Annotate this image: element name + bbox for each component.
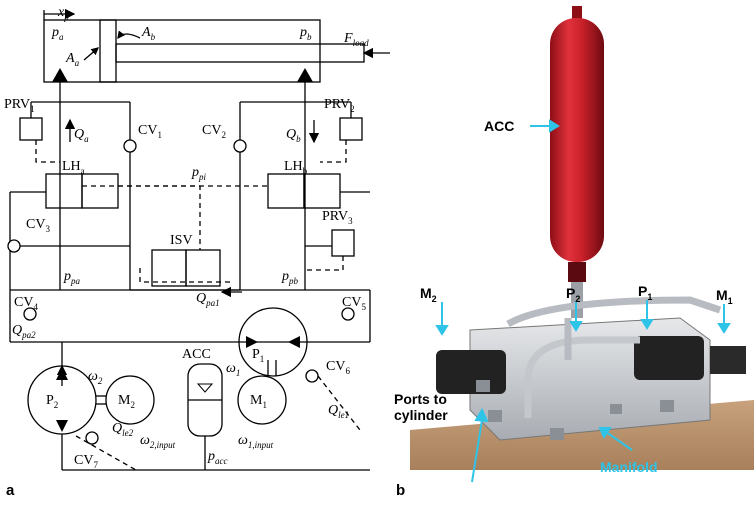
accumulator-photo xyxy=(572,6,582,20)
test-rig-photo: ACC M2 P2 P1 M1 Ports to cylinder Manifo… xyxy=(394,6,754,483)
panel-b-caption: b xyxy=(396,482,406,499)
check-valve-cv3 xyxy=(7,239,21,253)
label-w2: ω2 xyxy=(88,369,103,386)
label-aa: Aa xyxy=(65,51,80,68)
label-acc: ACC xyxy=(182,347,211,362)
label-cv4: CV4 xyxy=(14,295,38,312)
cylinder-body xyxy=(43,19,321,83)
label-m1: M1 xyxy=(250,393,267,410)
label-lhb: LHb xyxy=(284,159,308,176)
check-valve-cv1 xyxy=(123,139,137,153)
label-qle1: Qle1 xyxy=(328,403,349,420)
label-pacc: pacc xyxy=(207,449,228,466)
label-xp: xp xyxy=(57,5,69,22)
label-isv: ISV xyxy=(170,233,193,248)
photo-label-m1: M1 xyxy=(716,287,733,306)
photo-label-ports-1: Ports to xyxy=(394,391,447,407)
label-m2: M2 xyxy=(118,393,135,410)
label-qpa1: Qpa1 xyxy=(196,291,220,308)
label-w2-input: ω2,input xyxy=(140,433,176,450)
label-prv2: PRV2 xyxy=(324,97,355,114)
label-prv3: PRV3 xyxy=(322,209,353,226)
label-qb: Qb xyxy=(286,127,301,144)
label-prv1: PRV1 xyxy=(4,97,35,114)
photo-label-p2: P2 xyxy=(566,285,580,304)
check-valve-cv4 xyxy=(23,307,37,321)
photo-label-m2: M2 xyxy=(420,285,437,304)
piston xyxy=(99,19,117,83)
label-ab: Ab xyxy=(141,25,156,42)
photo-label-p1: P1 xyxy=(638,283,652,302)
label-cv1: CV1 xyxy=(138,123,162,140)
label-cv2: CV2 xyxy=(202,123,226,140)
label-w1: ω1 xyxy=(226,361,240,378)
photo-label-manifold: Manifold xyxy=(600,459,658,475)
check-valve-cv2 xyxy=(233,139,247,153)
check-valve-cv5 xyxy=(341,307,355,321)
label-p1: P1 xyxy=(252,347,264,364)
label-ppi: ppi xyxy=(191,165,207,182)
motor-m2-photo xyxy=(436,350,506,394)
motor-m2 xyxy=(105,375,155,425)
label-cv6: CV6 xyxy=(326,359,350,376)
check-valve-cv6 xyxy=(305,369,319,383)
label-pb: pb xyxy=(299,25,312,42)
photo-label-acc: ACC xyxy=(484,118,514,134)
label-w1-input: ω1,input xyxy=(238,433,274,450)
label-cv7: CV7 xyxy=(74,453,98,470)
motor-m1-photo xyxy=(634,336,704,380)
hydraulic-schematic: xp pa pb Aa Ab Fload PRV1 PRV2 PRV3 Qa Q… xyxy=(4,5,390,471)
motor-m1 xyxy=(237,375,287,425)
label-p2: P2 xyxy=(46,393,58,410)
pump-p1 xyxy=(238,307,308,377)
label-cv5: CV5 xyxy=(342,295,366,312)
label-qle2: Qle2 xyxy=(112,421,134,438)
panel-a-caption: a xyxy=(6,482,15,499)
check-valve-cv7 xyxy=(85,431,99,445)
label-pa: pa xyxy=(51,25,64,42)
piston-rod xyxy=(115,43,365,63)
label-lha: LHa xyxy=(62,159,85,176)
photo-label-ports-2: cylinder xyxy=(394,407,448,423)
label-ppb: ppb xyxy=(281,269,299,286)
label-cv3: CV3 xyxy=(26,217,50,234)
label-qpa2: Qpa2 xyxy=(12,323,36,340)
label-qa: Qa xyxy=(74,127,89,144)
label-fload: Fload xyxy=(343,31,369,48)
label-ppa: ppa xyxy=(63,269,81,286)
